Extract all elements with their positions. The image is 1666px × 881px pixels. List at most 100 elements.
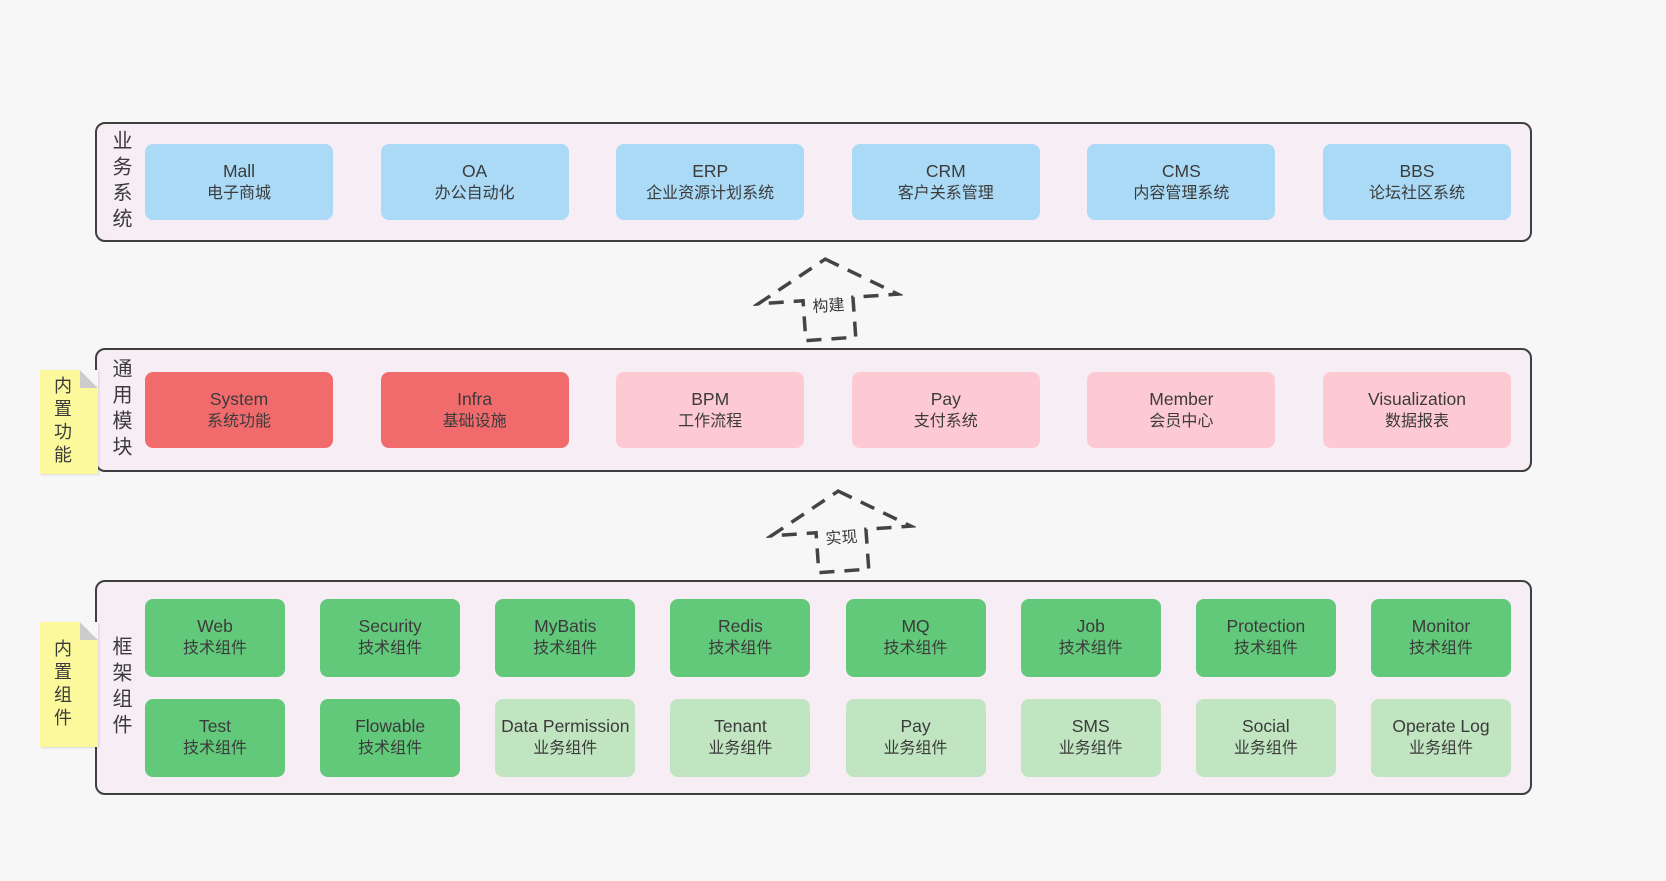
- node-desc: 技术组件: [708, 640, 773, 657]
- node-erp: ERP 企业资源计划系统: [616, 144, 805, 220]
- node-name: Visualization: [1368, 388, 1466, 409]
- note-fold-corner: [80, 622, 98, 640]
- sticky-note-text: 内置组件: [52, 638, 72, 731]
- node-desc: 技术组件: [1233, 640, 1298, 657]
- layer-label-framework-components: 框架组件: [109, 635, 131, 740]
- node-name: Social: [1242, 716, 1290, 736]
- node-desc: 支付系统: [913, 412, 978, 430]
- node-name: Member: [1149, 388, 1214, 409]
- node-name: Test: [198, 716, 232, 736]
- node-name: Tenant: [714, 716, 767, 736]
- node-name: BBS: [1399, 160, 1435, 181]
- node-name: Job: [1076, 616, 1105, 636]
- sticky-note-text: 内置功能: [52, 376, 72, 468]
- node-desc: 内容管理系统: [1133, 184, 1230, 202]
- node-desc: 业务组件: [1233, 740, 1298, 757]
- node-name: CMS: [1161, 160, 1201, 181]
- node-name: MQ: [901, 616, 930, 636]
- note-fold-corner: [80, 370, 98, 388]
- node-infra: Infra 基础设施: [380, 372, 569, 448]
- node-desc: 技术组件: [533, 640, 598, 657]
- node-desc: 技术组件: [1408, 640, 1473, 657]
- node-desc: 论坛社区系统: [1368, 184, 1465, 202]
- node-protection: Protection 技术组件: [1195, 598, 1336, 677]
- node-name: SMS: [1071, 716, 1110, 736]
- node-desc: 工作流程: [678, 412, 743, 430]
- node-desc: 业务组件: [708, 740, 773, 757]
- node-monitor: Monitor 技术组件: [1370, 598, 1511, 677]
- layer-common-modules: 内置功能 通用模块 System 系统功能 Infra 基础设施 BPM 工作流程 Pay 支…: [40, 348, 1532, 474]
- node-name: Infra: [457, 388, 493, 409]
- node-desc: 业务组件: [883, 740, 948, 757]
- node-operate-log: Operate Log 业务组件: [1370, 698, 1511, 777]
- node-desc: 数据报表: [1384, 412, 1449, 430]
- node-name: Web: [197, 616, 233, 636]
- node-name: Redis: [718, 616, 763, 636]
- node-name: Security: [358, 616, 422, 636]
- node-redis: Redis 技术组件: [670, 598, 811, 677]
- node-test: Test 技术组件: [145, 698, 285, 777]
- node-desc: 电子商城: [206, 184, 271, 202]
- node-mybatis: MyBatis 技术组件: [495, 598, 636, 677]
- node-desc: 系统功能: [206, 412, 271, 430]
- node-desc: 技术组件: [1058, 640, 1123, 657]
- node-name: Monitor: [1411, 616, 1471, 636]
- arrow-label-build: 构建: [807, 290, 850, 319]
- dashed-up-arrow-implement: 实现: [763, 481, 919, 581]
- node-name: System: [209, 388, 269, 409]
- node-desc: 基础设施: [442, 412, 507, 430]
- node-web: Web 技术组件: [145, 598, 285, 677]
- node-name: OA: [461, 160, 488, 181]
- node-desc: 技术组件: [358, 740, 423, 757]
- node-flowable: Flowable 技术组件: [320, 698, 461, 777]
- sticky-note-built-in-components: 内置组件: [40, 622, 98, 747]
- node-member: Member 会员中心: [1087, 372, 1276, 448]
- node-job: Job 技术组件: [1020, 598, 1161, 677]
- arrow-dashed-path: [764, 489, 918, 575]
- node-name: Flowable: [355, 716, 426, 736]
- node-desc: 办公自动化: [434, 184, 515, 202]
- arrow-label-implement: 实现: [820, 522, 863, 551]
- layer-label-common-modules: 通用模块: [109, 358, 131, 462]
- node-mq: MQ 技术组件: [845, 598, 986, 677]
- node-desc: 会员中心: [1149, 412, 1214, 430]
- node-name: Operate Log: [1392, 716, 1490, 736]
- node-name: BPM: [691, 388, 730, 409]
- layer-framework-components: 内置组件 框架组件 Web 技术组件 Security 技术组件 MyBatis 技术组件…: [40, 580, 1532, 795]
- arrow-dashed-path: [751, 257, 905, 343]
- node-desc: 技术组件: [182, 740, 247, 757]
- node-desc: 客户关系管理: [897, 184, 994, 202]
- node-desc: 企业资源计划系统: [646, 184, 775, 202]
- node-social: Social 业务组件: [1195, 698, 1336, 777]
- node-cms: CMS 内容管理系统: [1087, 144, 1276, 220]
- node-desc: 业务组件: [533, 740, 598, 757]
- node-desc: 业务组件: [1408, 740, 1473, 757]
- node-desc: 技术组件: [358, 640, 423, 657]
- node-desc: 技术组件: [883, 640, 948, 657]
- node-pay: Pay 支付系统: [851, 372, 1040, 448]
- node-bbs: BBS 论坛社区系统: [1322, 144, 1511, 220]
- node-name: Protection: [1226, 616, 1306, 636]
- sticky-note-built-in-features: 内置功能: [40, 370, 98, 474]
- node-name: ERP: [692, 160, 729, 181]
- node-oa: OA 办公自动化: [380, 144, 569, 220]
- dashed-up-arrow-build: 构建: [750, 249, 906, 349]
- node-name: MyBatis: [534, 616, 597, 636]
- node-tenant: Tenant 业务组件: [670, 698, 811, 777]
- node-name: CRM: [925, 160, 966, 181]
- dashed-up-arrow-shape: [751, 257, 905, 343]
- node-crm: CRM 客户关系管理: [851, 144, 1040, 220]
- dashed-up-arrow-shape: [764, 489, 918, 575]
- node-system: System 系统功能: [145, 372, 333, 448]
- node-name: Pay: [930, 388, 961, 409]
- node-desc: 业务组件: [1058, 740, 1123, 757]
- node-desc: 技术组件: [182, 640, 247, 657]
